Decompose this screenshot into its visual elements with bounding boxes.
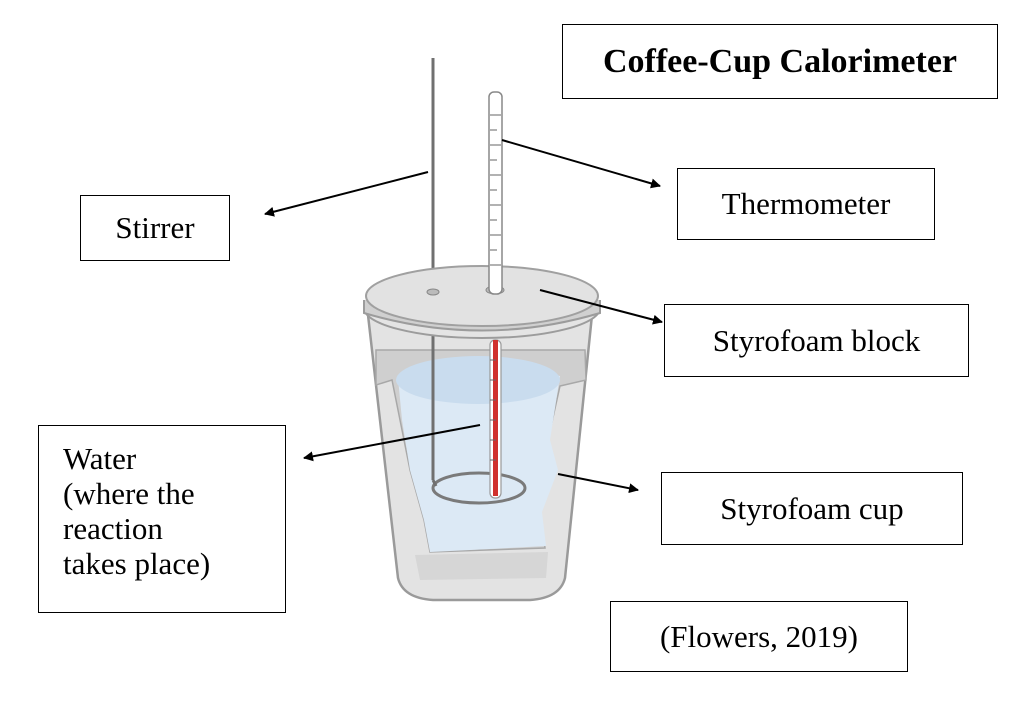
mercury-column [493,340,498,496]
thermometer-arrow [501,139,661,189]
title-text: Coffee-Cup Calorimeter [602,42,958,80]
styrofoam-cup-label: Styrofoam cup [661,472,963,545]
water-label-line: Water [63,441,137,476]
styrofoam-block [363,265,601,339]
water-surface [396,356,560,404]
water-label: Water (where the reaction takes place) [38,425,286,613]
water-label-line: takes place) [63,546,211,581]
thermometer [488,91,503,499]
styrofoam-block-label-text: Styrofoam block [712,322,921,358]
styrofoam-cup-label-text: Styrofoam cup [720,490,904,526]
stirrer-arrow [264,171,429,217]
citation: (Flowers, 2019) [610,601,908,672]
thermometer-label-text: Thermometer [721,186,891,221]
diagram-title: Coffee-Cup Calorimeter [562,24,998,99]
stirrer-loop [431,471,527,505]
stirrer-label-text: Stirrer [115,210,195,245]
styrofoam-block-arrow [539,289,663,325]
thermometer-label: Thermometer [677,168,935,240]
water-label-line: (where the [63,476,195,511]
citation-text: (Flowers, 2019) [659,618,859,654]
water-arrow [303,424,481,462]
stirrer-label: Stirrer [80,195,230,261]
styrofoam-block-label: Styrofoam block [664,304,969,377]
stirrer-hole [426,288,440,296]
water [396,356,560,580]
arrows [264,139,663,494]
water-label-line: reaction [63,511,163,546]
thermometer-scale [490,114,501,461]
styrofoam-cup-arrow [557,473,639,494]
